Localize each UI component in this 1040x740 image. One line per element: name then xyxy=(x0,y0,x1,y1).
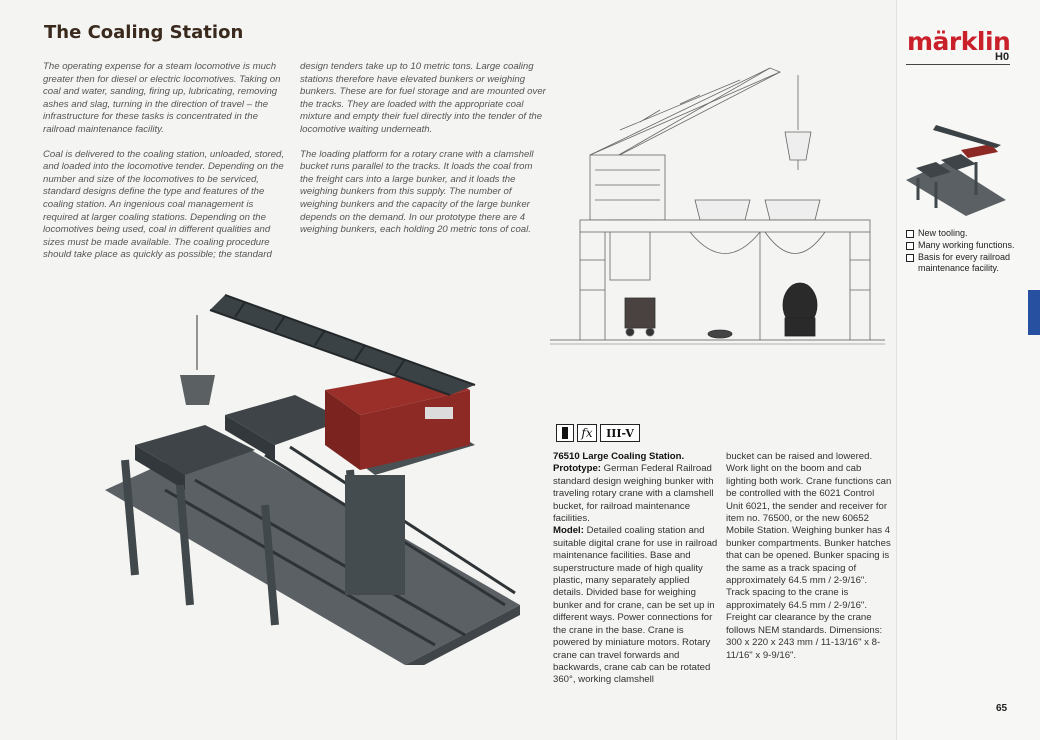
logo-rule xyxy=(906,64,1010,65)
prototype-line-drawing xyxy=(550,67,885,345)
section-tab xyxy=(1028,290,1040,335)
scale-label: H0 xyxy=(995,51,1010,63)
intro-paragraph: The operating expense for a steam locomo… xyxy=(43,61,281,135)
feature-item: New tooling. xyxy=(906,228,1034,240)
intro-paragraph: design tenders take up to 10 metric tons… xyxy=(300,61,546,135)
checkbox-icon xyxy=(906,241,914,250)
product-description-col2: bucket can be raised and lowered. Work l… xyxy=(726,451,892,662)
page-title: The Coaling Station xyxy=(44,22,244,43)
product-symbols: fx III-V xyxy=(556,424,640,442)
product-text: bucket can be raised and lowered. Work l… xyxy=(726,451,892,661)
digital-decoder-icon xyxy=(556,424,574,442)
checkbox-icon xyxy=(906,253,914,262)
prototype-text: German Federal Railroad standard design … xyxy=(553,463,714,525)
era-icon: III-V xyxy=(600,424,640,442)
prototype-label: Prototype: xyxy=(553,463,601,475)
function-icon: fx xyxy=(577,424,597,442)
product-heading: 76510 Large Coaling Station. xyxy=(553,451,685,462)
checkbox-icon xyxy=(906,230,914,238)
feature-list: New tooling. Many working functions. Bas… xyxy=(906,228,1034,275)
thumbnail-image xyxy=(906,125,1006,216)
feature-item: Basis for every railroad maintenance fac… xyxy=(906,252,1034,276)
intro-paragraph: The loading platform for a rotary crane … xyxy=(300,148,534,236)
model-photo xyxy=(105,294,520,665)
sidebar xyxy=(896,0,1040,740)
model-text: Detailed coaling station and suitable di… xyxy=(553,525,718,686)
intro-column-1: The operating expense for a steam locomo… xyxy=(43,61,289,274)
brand-logo: märklin xyxy=(907,27,1011,56)
feature-item: Many working functions. xyxy=(906,240,1034,252)
intro-paragraph: Coal is delivered to the coaling station… xyxy=(43,148,285,261)
page-number: 65 xyxy=(996,703,1008,714)
model-label: Model: xyxy=(553,525,584,537)
intro-column-2: design tenders take up to 10 metric tons… xyxy=(300,61,546,249)
product-description-col1: 76510 Large Coaling Station. Prototype: … xyxy=(553,451,719,687)
